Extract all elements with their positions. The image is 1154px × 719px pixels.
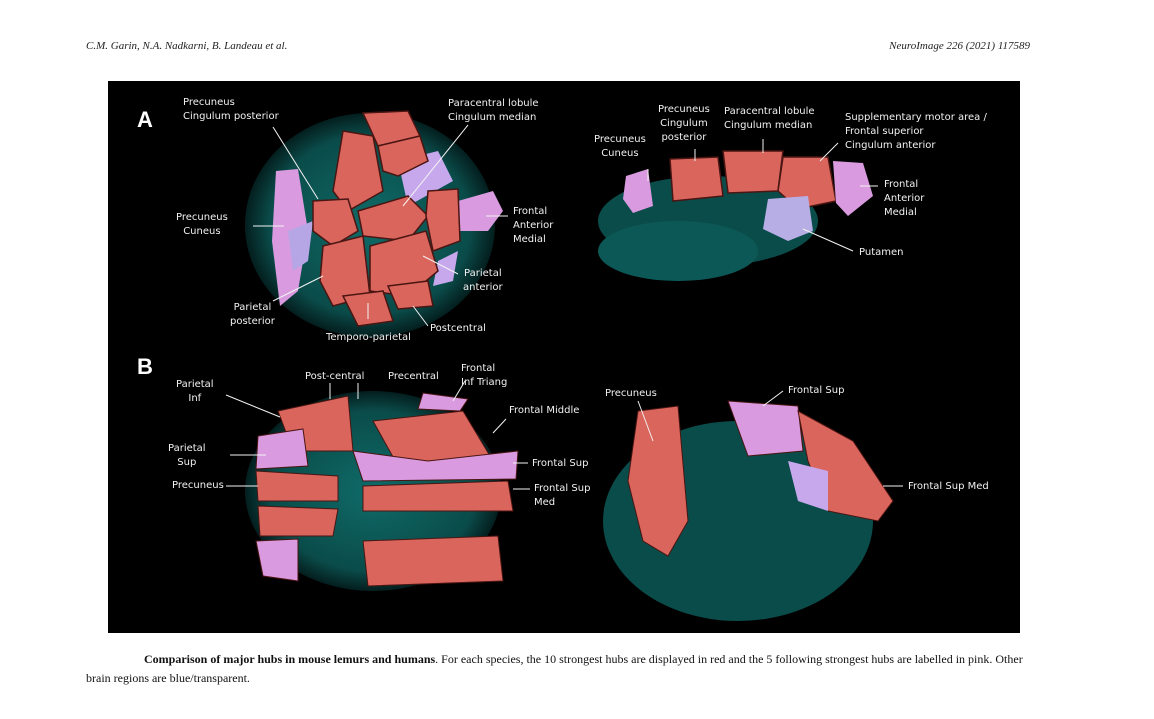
running-header-journal: NeuroImage 226 (2021) 117589 xyxy=(889,40,1030,52)
label-r-sma-frontal-superior: Supplementary motor area / Frontal super… xyxy=(845,112,987,151)
label-r-frontal-sup-med: Frontal Sup Med xyxy=(908,481,989,492)
brain-renderings xyxy=(225,110,903,621)
label-frontal-sup: Frontal Sup xyxy=(532,458,589,469)
label-arrows xyxy=(225,124,903,490)
label-precuneus-b: Precuneus xyxy=(172,480,224,491)
label-parietal-anterior: Parietal anterior xyxy=(463,268,503,293)
label-frontal-sup-med: Frontal Sup Med xyxy=(534,483,591,508)
label-parietal-sup: Parietal Sup xyxy=(168,443,206,468)
lemur-lateral-view xyxy=(598,150,873,281)
label-r-precuneus-cingulum-posterior: Precuneus Cingulum posterior xyxy=(658,104,710,143)
label-postcentral: Postcentral xyxy=(430,323,486,334)
label-temporo-parietal: Temporo-parietal xyxy=(326,332,411,343)
label-r-frontal-anterior-medial: Frontal Anterior Medial xyxy=(884,179,925,218)
label-frontal-middle: Frontal Middle xyxy=(509,405,580,416)
label-r-paracentral-cingulum-median: Paracentral lobule Cingulum median xyxy=(724,106,815,131)
running-header-authors: C.M. Garin, N.A. Nadkarni, B. Landeau et… xyxy=(86,40,288,52)
label-frontal-anterior-medial: Frontal Anterior Medial xyxy=(513,206,554,245)
panel-letter-b: B xyxy=(137,354,153,379)
figure-caption: Comparison of major hubs in mouse lemurs… xyxy=(86,650,1036,688)
label-parietal-inf: Parietal Inf xyxy=(176,379,214,404)
label-r-precuneus-cuneus: Precuneus Cuneus xyxy=(594,134,646,159)
human-dorsal-view xyxy=(245,391,519,591)
label-precentral: Precentral xyxy=(388,371,439,382)
label-r-precuneus-b: Precuneus xyxy=(605,388,657,399)
caption-body: . For each species, the 10 strongest hub… xyxy=(86,652,1023,685)
label-parietal-posterior: Parietal posterior xyxy=(230,302,275,327)
label-precuneus-cuneus: Precuneus Cuneus xyxy=(176,212,228,237)
label-precuneus-cingulum-posterior: Precuneus Cingulum posterior xyxy=(183,97,279,122)
label-r-putamen: Putamen xyxy=(859,247,904,258)
human-medial-view xyxy=(603,400,894,621)
label-frontal-inf-triang: Frontal Inf Triang xyxy=(461,363,508,388)
label-r-frontal-sup: Frontal Sup xyxy=(788,385,845,396)
figure-panel: A Precuneus Cingulum posterior Paracentr… xyxy=(108,81,1020,633)
label-post-central: Post-central xyxy=(305,371,365,382)
label-paracentral-cingulum-median: Paracentral lobule Cingulum median xyxy=(448,98,539,123)
caption-title: Comparison of major hubs in mouse lemurs… xyxy=(144,652,436,666)
panel-letter-a: A xyxy=(137,107,153,132)
